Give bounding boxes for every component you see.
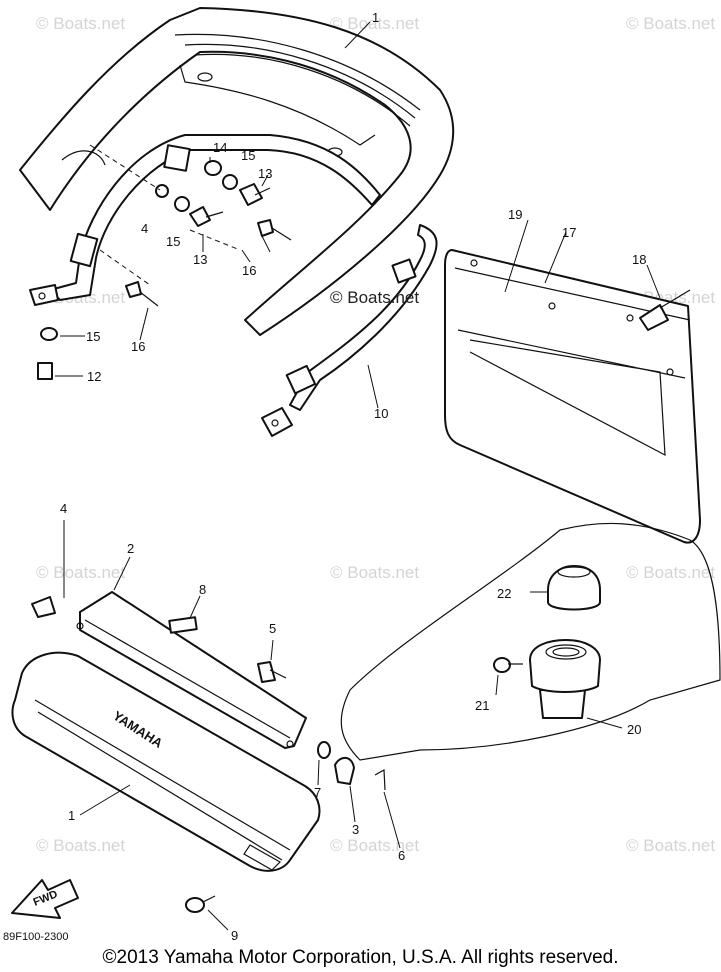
label-part-15-a: 15: [241, 148, 255, 163]
label-part-3: 3: [352, 822, 359, 837]
bolt-13a-head: [239, 183, 263, 206]
label-part-17: 17: [562, 225, 576, 240]
label-part-13-b: 13: [193, 252, 207, 267]
label-part-22: 22: [497, 586, 511, 601]
label-part-10: 10: [374, 406, 388, 421]
washer-7: [317, 741, 331, 759]
label-part-4-bottom: 4: [60, 501, 67, 516]
label-part-5: 5: [269, 621, 276, 636]
clip-5: [257, 661, 276, 683]
label-part-18: 18: [632, 252, 646, 267]
part-1-carrier: [19, 7, 455, 336]
part-20-filler-neck: [529, 639, 601, 719]
label-part-2: 2: [127, 541, 134, 556]
watermark: © Boats.net: [36, 836, 125, 855]
label-part-16-b: 16: [131, 339, 145, 354]
watermark: © Boats.net: [626, 836, 715, 855]
part-1-bumper: YAMAHA: [11, 651, 321, 872]
watermark-center: © Boats.net: [330, 288, 419, 307]
watermark: © Boats.net: [330, 14, 419, 33]
vehicle-body-outline: [340, 522, 721, 761]
part-10-left-frame: [29, 134, 381, 306]
label-part-1-bottom: 1: [68, 808, 75, 823]
label-part-4-top: 4: [141, 221, 148, 236]
label-part-15-b: 15: [166, 234, 180, 249]
nut-12: [37, 362, 53, 380]
clamp-3: [334, 756, 355, 785]
washer-4: [155, 184, 169, 198]
part-21-screw: [493, 657, 523, 673]
part-10-right-frame: [261, 224, 438, 437]
washer-15: [222, 174, 238, 190]
label-part-20: 20: [627, 722, 641, 737]
hardware-top: [37, 144, 292, 380]
label-part-7: 7: [314, 785, 321, 800]
watermark: © Boats.net: [626, 563, 715, 582]
washer-14: [204, 160, 222, 176]
label-part-9: 9: [231, 928, 238, 943]
pin-16b: [125, 281, 142, 298]
watermark: © Boats.net: [626, 14, 715, 33]
part-labels: 1 14 15 13 4 15 13 16 15 16 12 19 17 18 …: [60, 10, 646, 943]
label-part-12: 12: [87, 369, 101, 384]
pin-16a: [257, 219, 274, 237]
diagram-code: 89F100-2300: [3, 931, 68, 943]
part-2-bracket: [76, 591, 307, 749]
watermark: © Boats.net: [330, 836, 419, 855]
washer-15b: [174, 196, 190, 212]
label-part-19: 19: [508, 207, 522, 222]
label-part-21: 21: [475, 698, 489, 713]
part-18-pin: [639, 289, 691, 331]
watermark: © Boats.net: [36, 14, 125, 33]
leader-lines: [55, 21, 661, 931]
copyright-text: ©2013 Yamaha Motor Corporation, U.S.A. A…: [102, 947, 619, 968]
label-part-16-a: 16: [242, 263, 256, 278]
label-part-13-a: 13: [258, 166, 272, 181]
label-8: [168, 616, 198, 634]
hardware-bottom: [31, 596, 386, 913]
bolt-13b-head: [189, 206, 211, 227]
part-22-cap: [547, 565, 601, 611]
label-part-8: 8: [199, 582, 206, 597]
watermark: © Boats.net: [36, 563, 125, 582]
label-part-14: 14: [213, 140, 227, 155]
watermark: © Boats.net: [330, 563, 419, 582]
label-part-6: 6: [398, 848, 405, 863]
label-part-15-c: 15: [86, 329, 100, 344]
washer-15c: [40, 327, 58, 341]
spring-6: [374, 769, 386, 791]
fwd-arrow-icon: FWD: [11, 879, 79, 919]
screw-9: [185, 897, 205, 913]
label-part-1-top: 1: [372, 10, 379, 25]
bracket-4: [31, 596, 56, 618]
